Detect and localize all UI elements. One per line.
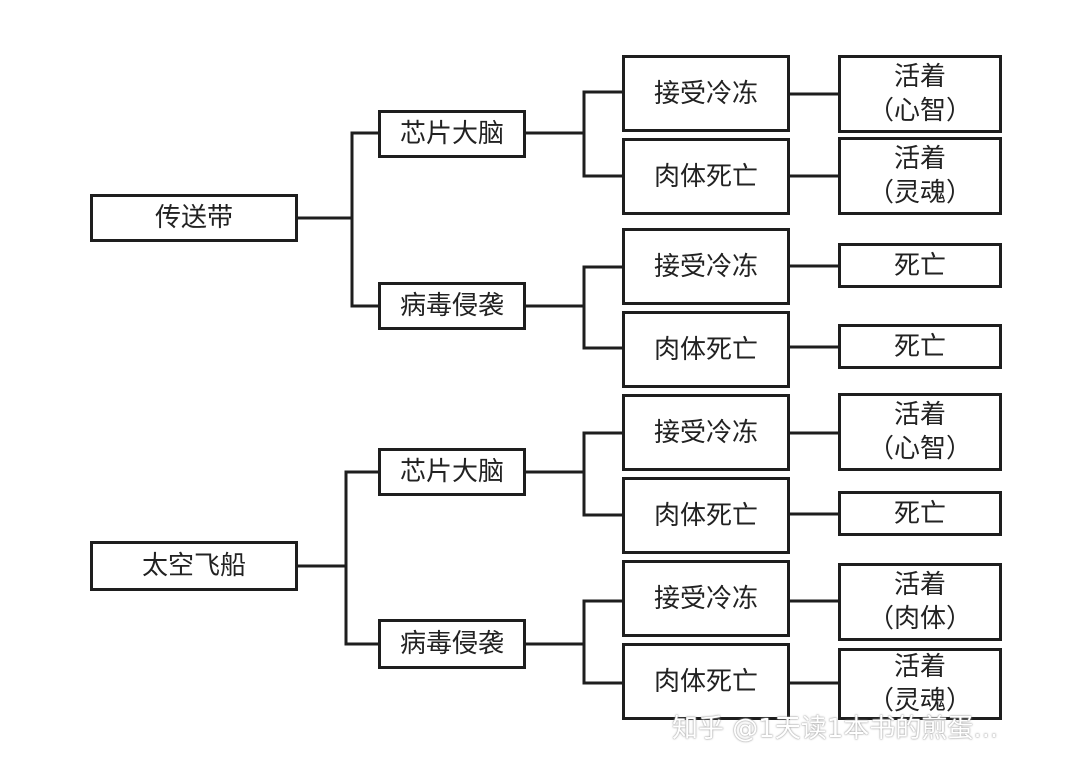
result-text: 活着	[893, 62, 946, 92]
leaf-node-freeze: 接受冷冻	[622, 394, 790, 471]
result-text: 活着	[893, 144, 946, 174]
leaf-node-body-death: 肉体死亡	[622, 138, 790, 215]
result-subtext: （心智）	[867, 96, 972, 126]
result-node: 死亡	[838, 324, 1002, 369]
leaf-node-freeze: 接受冷冻	[622, 228, 790, 305]
branch-node-chip-brain: 芯片大脑	[378, 448, 526, 496]
watermark: 知乎 @1天读1本书的煎蛋...	[672, 714, 999, 744]
result-node: 活着 （灵魂）	[838, 137, 1002, 215]
result-node: 活着 （心智）	[838, 55, 1002, 133]
result-subtext: （心智）	[867, 434, 972, 464]
branch-node-virus-attack: 病毒侵袭	[378, 282, 526, 330]
root-node-conveyor: 传送带	[90, 194, 298, 242]
result-node: 死亡	[838, 243, 1002, 288]
result-text: 活着	[893, 570, 946, 600]
result-subtext: （灵魂）	[867, 178, 972, 208]
leaf-node-body-death: 肉体死亡	[622, 311, 790, 388]
result-subtext: （灵魂）	[867, 686, 972, 716]
leaf-node-body-death: 肉体死亡	[622, 643, 790, 720]
result-text: 死亡	[893, 331, 946, 362]
result-text: 死亡	[893, 498, 946, 529]
result-subtext: （肉体）	[867, 604, 972, 634]
root-node-spaceship: 太空飞船	[90, 541, 298, 591]
leaf-node-freeze: 接受冷冻	[622, 55, 790, 132]
leaf-node-freeze: 接受冷冻	[622, 560, 790, 637]
result-node: 活着 （心智）	[838, 393, 1002, 471]
result-text: 死亡	[893, 250, 946, 281]
result-node: 活着 （灵魂）	[838, 648, 1002, 720]
result-node: 活着 （肉体）	[838, 563, 1002, 641]
result-node: 死亡	[838, 491, 1002, 536]
result-text: 活着	[893, 652, 946, 682]
branch-node-virus-attack: 病毒侵袭	[378, 619, 526, 669]
result-text: 活着	[893, 400, 946, 430]
branch-node-chip-brain: 芯片大脑	[378, 110, 526, 158]
leaf-node-body-death: 肉体死亡	[622, 477, 790, 554]
